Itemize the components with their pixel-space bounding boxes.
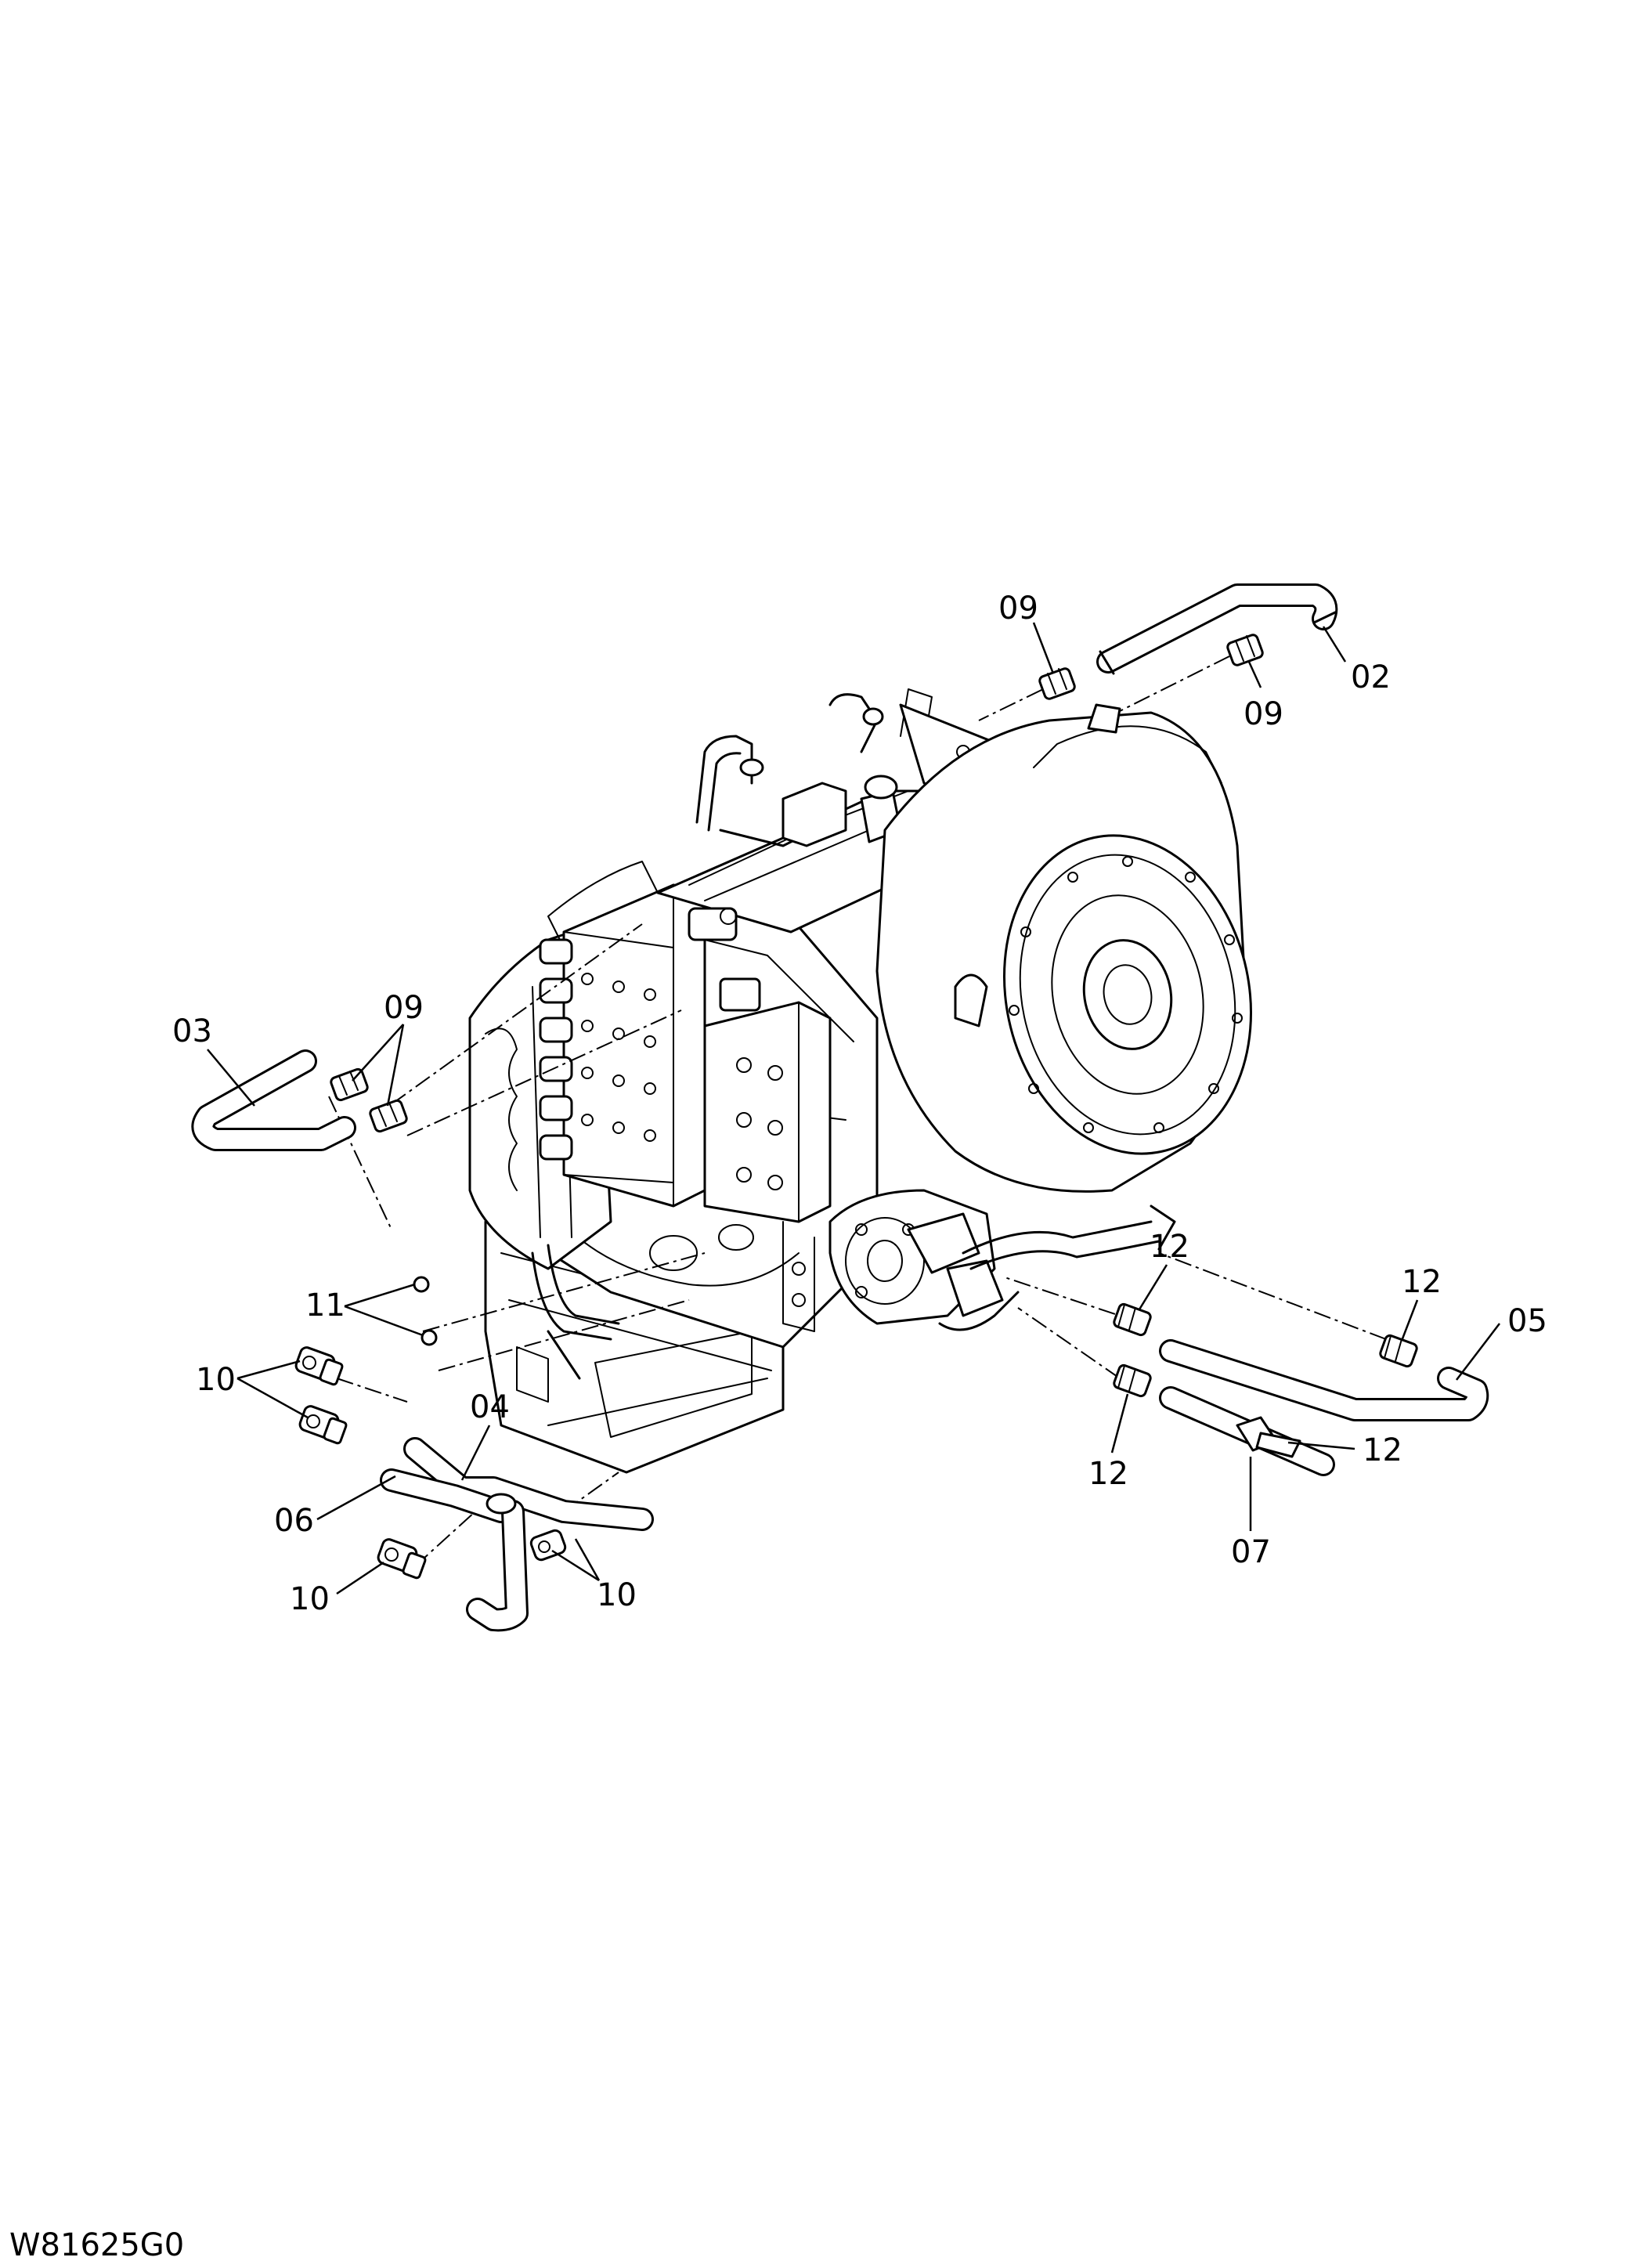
part-12-fitting-b	[1379, 1334, 1418, 1368]
callout-03: 03	[172, 1013, 212, 1049]
part-09-fitting-left-upper	[330, 1067, 369, 1102]
part-05-pipe	[1159, 1339, 1489, 1421]
callout-12-lower-a: 12	[1088, 1456, 1128, 1492]
callout-10-left: 10	[196, 1362, 236, 1398]
callout-09-top-left: 09	[998, 590, 1038, 627]
callout-09-left: 09	[384, 990, 424, 1026]
part-03-pipe	[191, 1049, 356, 1151]
callout-10-bottom-left: 10	[290, 1581, 330, 1617]
valve-plate-bolts	[581, 973, 656, 1142]
callout-10-bottom-center: 10	[597, 1577, 637, 1613]
part-12-fitting-c	[1113, 1363, 1152, 1398]
callout-06: 06	[274, 1503, 314, 1539]
part-10-elbow-upper	[294, 1346, 344, 1386]
part-04-06-tee-pipe	[380, 1437, 654, 1632]
callout-12-lower-b: 12	[1363, 1432, 1402, 1468]
part-12-fitting-a	[1113, 1302, 1152, 1337]
part-10-elbow-lower	[298, 1405, 348, 1445]
callout-07: 07	[1231, 1534, 1271, 1570]
solenoid-stack	[539, 938, 573, 1161]
callout-09-top-right: 09	[1244, 696, 1283, 732]
leader-lines	[207, 622, 1500, 1595]
callout-12-upper-a: 12	[1150, 1229, 1189, 1265]
part-11-plug-lower	[421, 1329, 438, 1346]
callout-labels: 09 02 09 09 03 12 12 05 11 10 04 12 12 0…	[172, 590, 1547, 1617]
part-10-elbow-bottom-left	[377, 1538, 427, 1580]
flywheel-bolt-circle	[1009, 856, 1243, 1133]
part-09-fitting-left-lower	[369, 1099, 408, 1133]
callout-11: 11	[305, 1287, 345, 1324]
part-02-pipe	[1096, 583, 1338, 675]
callout-05: 05	[1507, 1303, 1547, 1339]
part-09-fitting-top-right	[1226, 634, 1264, 666]
parts	[191, 583, 1489, 1632]
part-07-pipe	[1159, 1386, 1335, 1476]
drawing-code: W81625G0	[9, 2227, 184, 2263]
part-09-fitting-top-left	[1038, 667, 1076, 700]
callout-12-upper-b: 12	[1402, 1264, 1442, 1300]
transmission-assembly	[468, 688, 1252, 1474]
callout-04: 04	[470, 1389, 510, 1425]
callout-02: 02	[1351, 659, 1391, 695]
part-11-plug-upper	[413, 1276, 430, 1293]
